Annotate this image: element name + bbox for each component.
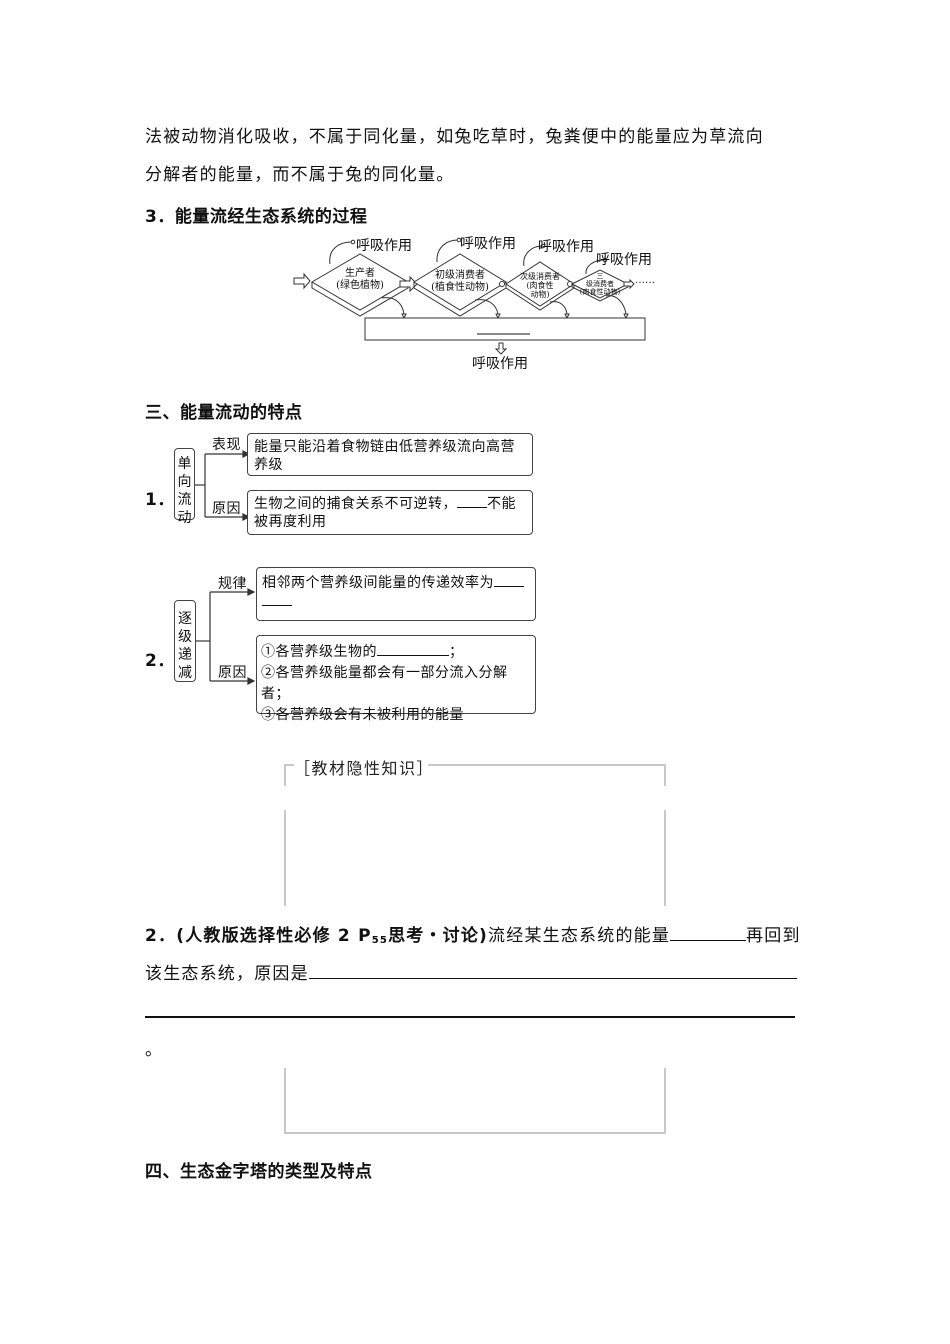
answer-blank[interactable] xyxy=(377,655,449,656)
branch-label-rule: 规律 xyxy=(218,576,247,592)
frame-bottom xyxy=(284,1132,666,1134)
concept-char: 逐 xyxy=(178,611,192,627)
question-2-line-1: 2．(人教版选择性必修 2 P55思考・讨论)流经某生态系统的能量 再回到 xyxy=(145,926,801,951)
reason-box-1: 生物之间的捕食关系不可逆转， 不能 被再度利用 xyxy=(247,490,533,535)
frame-right-top xyxy=(664,764,666,786)
node-tertiary-name: 级消费者 xyxy=(586,280,614,288)
section-characteristics-heading: 三、能量流动的特点 xyxy=(145,403,303,423)
manifestation-text-2: 养级 xyxy=(254,457,283,473)
hidden-knowledge-title: ［教材隐性知识］ xyxy=(294,759,435,778)
concept-char: 递 xyxy=(178,647,192,663)
node-secondary-name: 次级消费者 xyxy=(520,272,560,281)
node-tertiary-consumer: 三 级消费者 (肉食性动物) xyxy=(578,272,622,296)
reason-line-3: ③各营养级会有未被利用的能量 xyxy=(261,707,464,723)
reason-line-1a: ①各营养级生物的 xyxy=(261,644,377,660)
concept-char: 单 xyxy=(177,456,192,472)
frame-right-mid xyxy=(664,810,666,906)
branch-connector-2 xyxy=(196,588,256,685)
rule-box: 相邻两个营养级间能量的传递效率为 xyxy=(256,567,536,621)
question-source-suffix: 思考・讨论) xyxy=(388,926,489,946)
end-mark: 。 xyxy=(145,1040,164,1060)
rule-text: 相邻两个营养级间能量的传递效率为 xyxy=(262,575,494,591)
section-3-heading: 3．能量流经生态系统的过程 xyxy=(145,207,368,227)
question-text-b: 再回到 xyxy=(746,926,801,946)
concept-box-decreasing: 逐 级 递 减 xyxy=(174,600,196,682)
branch-label-reason: 原因 xyxy=(212,501,241,517)
reason-line-2: ②各营养级能量都会有一部分流入分解者； xyxy=(261,665,508,702)
energy-flow-diagram: 生产者 (绿色植物) 初级消费者 (植食性动物) 次级消费者 (肉食性 动物) … xyxy=(290,232,670,372)
item-1-number: 1． xyxy=(145,490,175,510)
reason-line-1b: ； xyxy=(449,644,464,660)
respiration-label-decomposer: 呼吸作用 xyxy=(472,356,528,372)
respiration-label-tertiary: 呼吸作用 xyxy=(596,252,652,268)
page-subscript: 55 xyxy=(371,935,389,946)
frame-left-bottom xyxy=(284,1068,286,1134)
manifestation-box: 能量只能沿着食物链由低营养级流向高营 养级 xyxy=(247,433,533,476)
node-primary-consumer: 初级消费者 (植食性动物) xyxy=(426,270,494,294)
concept-char: 向 xyxy=(177,474,192,490)
branch-label-manifestation: 表现 xyxy=(212,437,241,453)
node-producer: 生产者 (绿色植物) xyxy=(332,268,388,292)
node-secondary-note-2: 动物) xyxy=(530,290,550,299)
item-2-number: 2． xyxy=(145,651,175,671)
intro-line-2: 分解者的能量，而不属于兔的同化量。 xyxy=(145,165,455,185)
frame-left-mid xyxy=(284,810,286,906)
respiration-label-secondary: 呼吸作用 xyxy=(538,239,594,255)
energy-flow-diagram-svg xyxy=(293,237,646,355)
node-secondary-consumer: 次级消费者 (肉食性 动物) xyxy=(516,272,564,299)
concept-char: 动 xyxy=(177,510,192,526)
section-pyramid-heading: 四、生态金字塔的类型及特点 xyxy=(145,1162,373,1182)
frame-top-right xyxy=(428,764,666,766)
manifestation-text-1: 能量只能沿着食物链由低营养级流向高营 xyxy=(254,439,515,455)
question-number: 2． xyxy=(145,926,177,946)
frame-right-bottom xyxy=(664,1068,666,1134)
frame-top-left xyxy=(284,764,294,766)
node-primary-note: (植食性动物) xyxy=(431,282,489,293)
question-text-reason: 该生态系统，原因是 xyxy=(145,964,309,984)
question-text-a: 流经某生态系统的能量 xyxy=(488,926,671,946)
ellipsis: …… xyxy=(635,275,655,286)
concept-box-one-way-flow: 单 向 流 动 xyxy=(174,448,195,526)
node-producer-note: (绿色植物) xyxy=(336,280,384,291)
branch-connector-1 xyxy=(195,450,251,521)
question-source: (人教版选择性必修 2 P xyxy=(176,926,372,946)
answer-line[interactable] xyxy=(145,1016,795,1018)
concept-char: 级 xyxy=(178,629,192,645)
branch-label-reason-2: 原因 xyxy=(218,665,247,681)
question-2-line-2: 该生态系统，原因是 xyxy=(145,964,797,984)
reason-text-1b: 不能 xyxy=(487,496,516,512)
intro-line-1: 法被动物消化吸收，不属于同化量，如兔吃草时，兔粪便中的能量应为草流向 xyxy=(145,127,764,147)
frame-left-top xyxy=(284,764,286,786)
node-secondary-note-1: (肉食性 xyxy=(526,281,554,290)
reason-text-2: 被再度利用 xyxy=(254,514,327,530)
answer-blank[interactable] xyxy=(494,586,524,587)
respiration-label-producer: 呼吸作用 xyxy=(356,238,412,254)
concept-char: 减 xyxy=(178,665,192,681)
node-primary-name: 初级消费者 xyxy=(435,270,485,281)
node-producer-name: 生产者 xyxy=(345,268,375,279)
reason-box-2: ①各营养级生物的 ； ②各营养级能量都会有一部分流入分解者； ③各营养级会有未被利… xyxy=(256,635,536,723)
concept-char: 流 xyxy=(177,492,192,508)
answer-blank-long[interactable] xyxy=(308,978,797,979)
respiration-label-primary: 呼吸作用 xyxy=(460,236,516,252)
answer-blank[interactable] xyxy=(457,507,487,508)
reason-text-1a: 生物之间的捕食关系不可逆转， xyxy=(254,496,457,512)
node-tertiary-note: (肉食性动物) xyxy=(579,288,621,296)
answer-blank-continued[interactable] xyxy=(262,592,292,606)
answer-blank[interactable] xyxy=(670,940,747,941)
node-tertiary-prefix: 三 xyxy=(596,272,604,280)
